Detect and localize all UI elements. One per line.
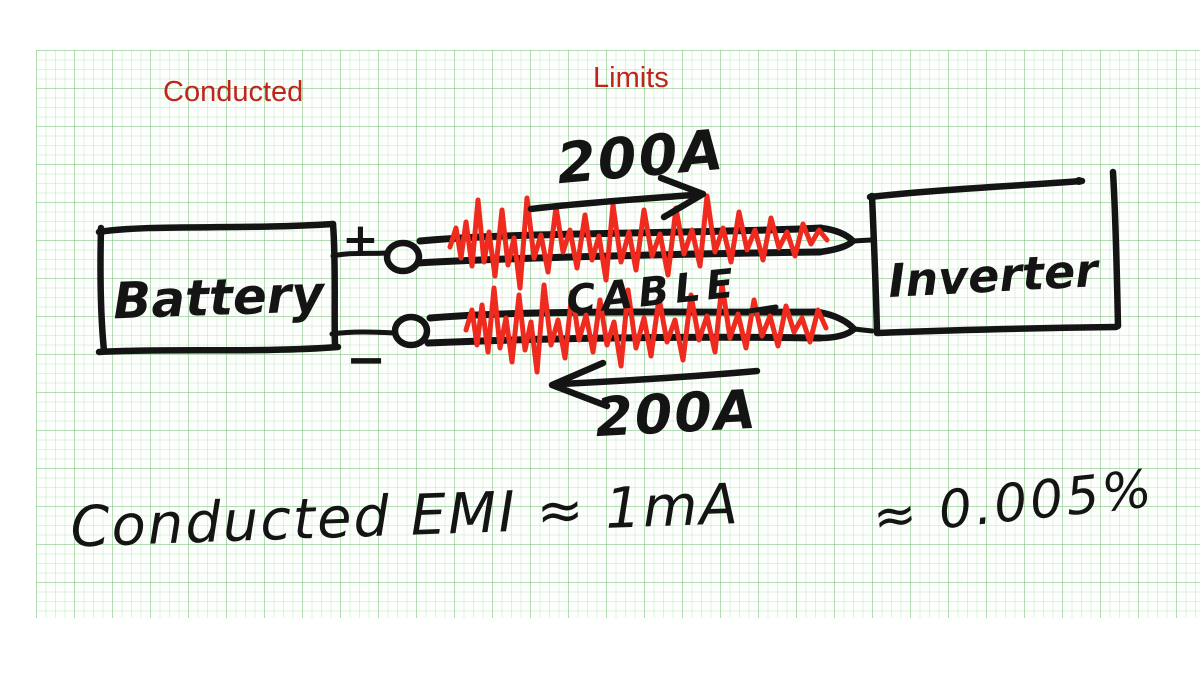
battery-box-stroke-right [329, 220, 339, 350]
negative-lead-stroke [329, 329, 397, 337]
plus-terminal-mark: + [342, 214, 379, 265]
inverter-box-stroke-right [1109, 168, 1122, 330]
inverter-box-stroke-left [868, 192, 881, 337]
negative-cable-link-to-inverter [851, 326, 875, 334]
minus-terminal-mark: − [346, 332, 386, 388]
emi-noise-top-squiggle [447, 193, 830, 291]
inverter-box-stroke-top [866, 177, 1086, 201]
negative-cable-upper-stroke [426, 308, 822, 322]
bottom-current-annotation: 200A [548, 359, 761, 449]
battery-box-stroke-bottom [95, 343, 342, 356]
battery-box-stroke-left [97, 224, 108, 355]
negative-ring-terminal [391, 313, 431, 349]
bottom-arrow-head [548, 359, 611, 410]
percent-annotation: ≈ 0.005% [870, 459, 1157, 548]
inverter-label: Inverter [887, 243, 1102, 308]
top-current-label: 200A [554, 118, 727, 197]
top-arrow-shaft [527, 191, 697, 213]
battery-terminals: + − [329, 214, 431, 388]
battery-box: Battery [95, 220, 342, 356]
conducted-label: Conducted [163, 76, 303, 108]
inverter-box-stroke-bottom [874, 323, 1120, 337]
inverter-box-corner-dot [1075, 177, 1083, 185]
emi-noise-bottom-squiggle [463, 281, 829, 375]
top-current-annotation: 200A [527, 118, 727, 221]
cable-label-underline-stroke [740, 304, 779, 315]
positive-cable-link-to-inverter [850, 237, 874, 244]
positive-ring-terminal [383, 239, 423, 275]
limits-label: Limits [593, 62, 669, 94]
bottom-current-label: 200A [594, 378, 760, 449]
positive-lead-stroke [330, 250, 390, 259]
inverter-box: Inverter [866, 168, 1122, 337]
battery-label: Battery [112, 265, 327, 330]
bottom-arrow-shaft [556, 367, 761, 388]
battery-box-stroke-top [95, 220, 337, 236]
top-arrow-head [657, 174, 707, 221]
conducted-emi-formula: Conducted EMI ≈ 1mA [69, 472, 741, 560]
